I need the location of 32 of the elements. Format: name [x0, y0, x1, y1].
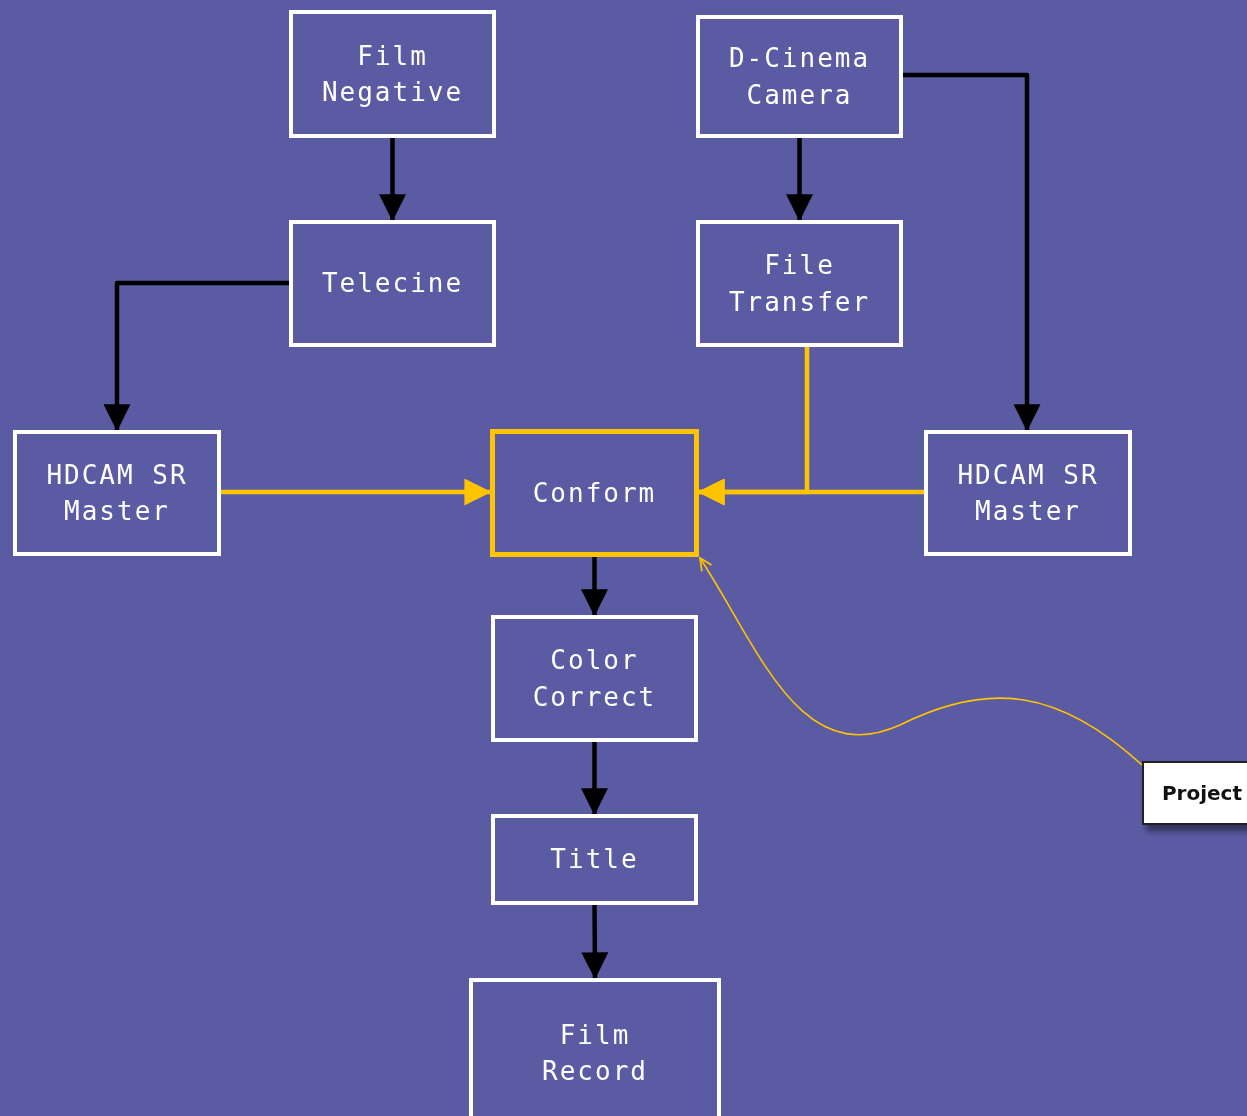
node-label: D-Cinema Camera [727, 42, 872, 112]
arrow [903, 72, 1041, 432]
arrow [581, 557, 608, 617]
arrow [581, 742, 608, 816]
node-label: Color Correct [531, 644, 658, 714]
arrow [786, 138, 813, 222]
node-label: Project [1161, 780, 1243, 807]
node-label: Film Record [541, 1018, 649, 1088]
arrow [103, 280, 289, 432]
process-box [289, 10, 496, 138]
process-box [490, 429, 699, 557]
process-box [696, 15, 903, 138]
node-label: Title [550, 843, 639, 877]
node-label: Film Negative [320, 39, 465, 109]
arrow [379, 138, 406, 222]
node-label: File Transfer [727, 249, 872, 319]
tag-box [1142, 761, 1247, 825]
node-label: HDCAM SR Master [45, 458, 189, 528]
process-box [696, 220, 903, 347]
process-box [469, 978, 721, 1116]
arrow [221, 478, 492, 506]
process-box [924, 430, 1132, 556]
leader-line [699, 557, 1143, 766]
node-label: HDCAM SR Master [956, 458, 1100, 528]
process-box [491, 814, 698, 905]
node-label: Conform [532, 476, 657, 510]
process-box [491, 615, 698, 742]
arrow [697, 478, 924, 506]
node-label: Telecine [321, 267, 464, 301]
process-box [13, 430, 221, 556]
process-box [289, 220, 496, 347]
arrow [581, 905, 609, 980]
